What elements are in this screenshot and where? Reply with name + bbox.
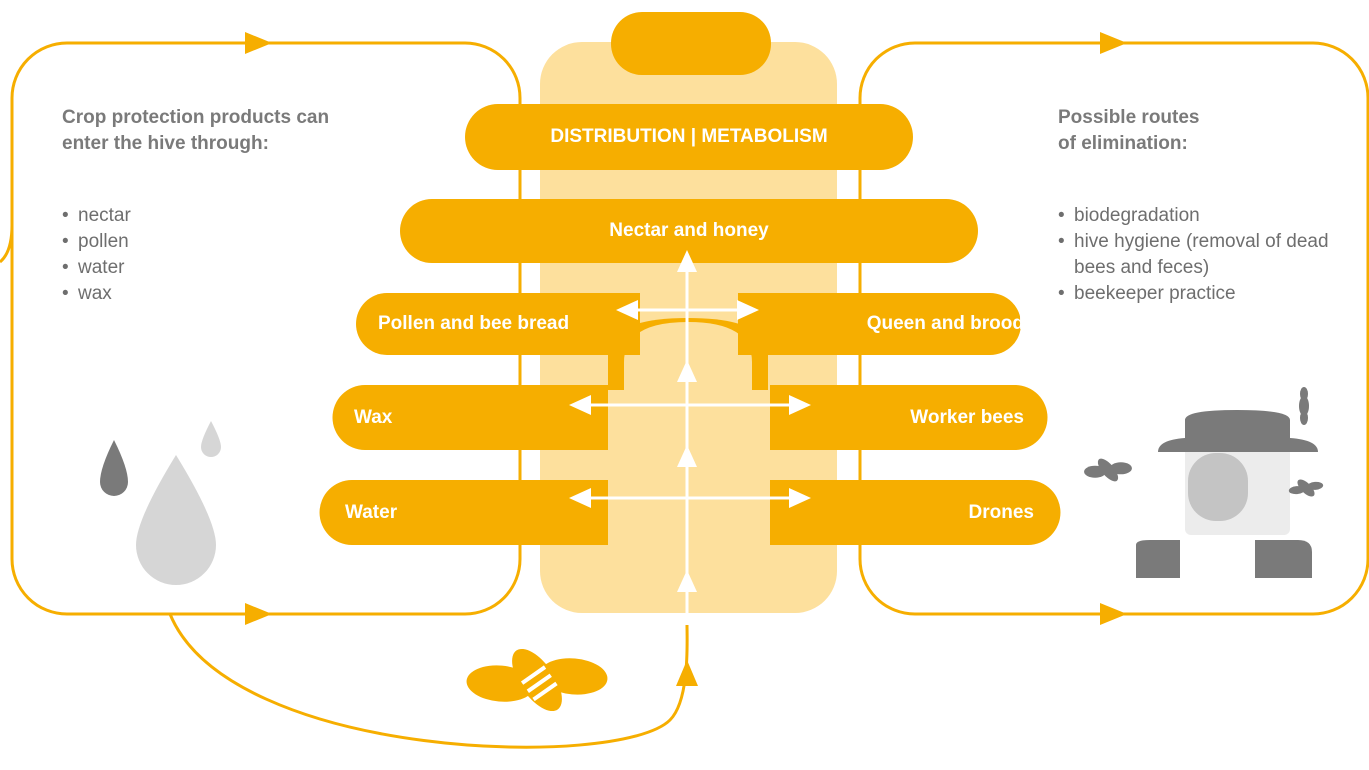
worker-box [770,385,1048,450]
hive-top-cap [611,12,771,75]
distribution-metabolism-label: DISTRIBUTION | METABOLISM [550,126,828,147]
entry-list: nectar pollen water wax [62,203,462,307]
bee-icon [466,648,608,712]
incoming-flow-curve [0,224,14,264]
list-item: pollen [62,229,462,255]
right-panel-heading: Possible routes of elimination: [1058,105,1358,157]
flow-arrowhead [1100,603,1127,625]
queen-label: Queen and brood [866,313,1024,334]
distribution-metabolism-bar [465,104,913,170]
worker-label: Worker bees [910,407,1024,428]
left-heading-line-1: Crop protection products can [62,107,330,128]
right-heading-line-2: of elimination: [1058,133,1188,154]
left-panel-heading: Crop protection products can enter the h… [62,105,462,157]
elimination-list: biodegradation hive hygiene (removal of … [1058,203,1358,307]
entry-flow-curve [168,613,689,749]
drones-label: Drones [968,502,1034,523]
nectar-honey-bar [400,199,978,263]
small-bee-icon [1288,479,1324,497]
water-drops-icon [100,421,221,585]
queen-box [738,293,1021,355]
pollen-label: Pollen and bee bread [378,313,570,334]
drones-box [770,480,1061,545]
list-item: hive hygiene (removal of dead bees and f… [1058,229,1364,281]
nectar-honey-label: Nectar and honey [609,220,769,241]
right-panel: Possible routes of elimination: biodegra… [1058,105,1358,307]
list-item: water [62,255,462,281]
wax-box [332,385,608,450]
right-heading-line-1: Possible routes [1058,107,1200,128]
list-item: beekeeper practice [1058,281,1358,307]
small-bee-icon [1084,458,1132,482]
entry-arrowhead [676,660,698,686]
left-panel: Crop protection products can enter the h… [62,105,462,307]
water-box [319,480,608,545]
flow-arrowhead [245,603,272,625]
wax-label: Wax [354,407,393,428]
water-label: Water [345,502,398,523]
left-heading-line-2: enter the hive through: [62,133,269,154]
flow-arrowhead [245,32,272,54]
list-item: nectar [62,203,462,229]
flow-arrowhead [1100,32,1127,54]
list-item: wax [62,281,462,307]
pollen-box [356,293,640,355]
list-item: biodegradation [1058,203,1358,229]
internal-flow-arrows [569,250,811,625]
small-bee-icon [1299,387,1309,425]
beekeeper-icon [1136,410,1318,578]
